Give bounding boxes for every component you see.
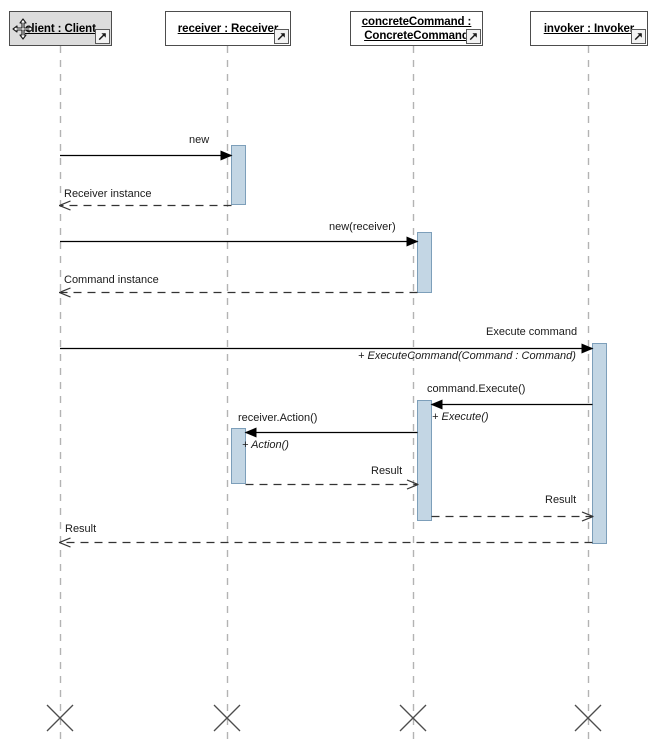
message-signature-msg-receiver-action: + Action() [242,439,289,451]
activation-bars [231,145,607,544]
lifeline-title-client: client : Client [25,22,96,36]
message-label-msg-receiver-action: receiver.Action() [238,412,318,424]
lifeline-title-line: invoker : Invoker [543,22,635,35]
message-label-msg-result-3: Result [65,523,97,535]
message-arrows [60,150,594,543]
lifeline-title-receiver: receiver : Receiver [177,22,279,36]
open-diagram-icon[interactable] [95,29,110,44]
message-label-msg-new-receiver: new(receiver) [329,221,396,233]
lifeline-title-line: ConcreteCommand [364,29,469,42]
open-diagram-icon[interactable] [631,29,646,44]
activation-bar-invoker[interactable] [592,343,607,544]
activation-bar-receiver[interactable] [231,428,246,484]
lifeline-header-invoker[interactable]: invoker : Invoker [530,11,648,46]
lifeline-header-concreteCommand[interactable]: concreteCommand :ConcreteCommand [350,11,483,46]
message-label-msg-new: new [189,134,210,146]
lifeline-title-line: concreteCommand : [361,15,472,28]
message-label-msg-result-2: Result [545,494,577,506]
message-label-msg-command-instance: Command instance [64,274,159,286]
open-diagram-icon[interactable] [466,29,481,44]
message-label-msg-receiver-instance: Receiver instance [64,188,152,200]
message-label-msg-command-execute: command.Execute() [427,383,526,395]
destruction-marker-receiver[interactable] [213,704,241,732]
destruction-markers [46,704,602,732]
activation-bar-concreteCommand[interactable] [417,232,432,293]
lifeline-title-invoker: invoker : Invoker [544,22,634,36]
lifeline-header-receiver[interactable]: receiver : Receiver [165,11,291,46]
lifeline-dashed-lines [59,46,590,740]
destruction-marker-concreteCommand[interactable] [399,704,427,732]
lifeline-title-line: client : Client [25,22,96,35]
open-diagram-icon[interactable] [274,29,289,44]
message-signature-msg-command-execute: + Execute() [432,411,489,423]
lifeline-title-line: receiver : Receiver [177,22,279,35]
destruction-marker-invoker[interactable] [574,704,602,732]
destruction-marker-client[interactable] [46,704,74,732]
activation-bar-receiver[interactable] [231,145,246,205]
lifeline-title-concreteCommand: concreteCommand :ConcreteCommand [362,15,472,43]
lifeline-header-client[interactable]: client : Client [9,11,112,46]
activation-bar-concreteCommand[interactable] [417,400,432,521]
message-signature-msg-execute-command: + ExecuteCommand(Command : Command) [358,350,576,362]
message-label-msg-execute-command: Execute command [486,326,578,338]
message-label-msg-result-1: Result [371,465,403,477]
